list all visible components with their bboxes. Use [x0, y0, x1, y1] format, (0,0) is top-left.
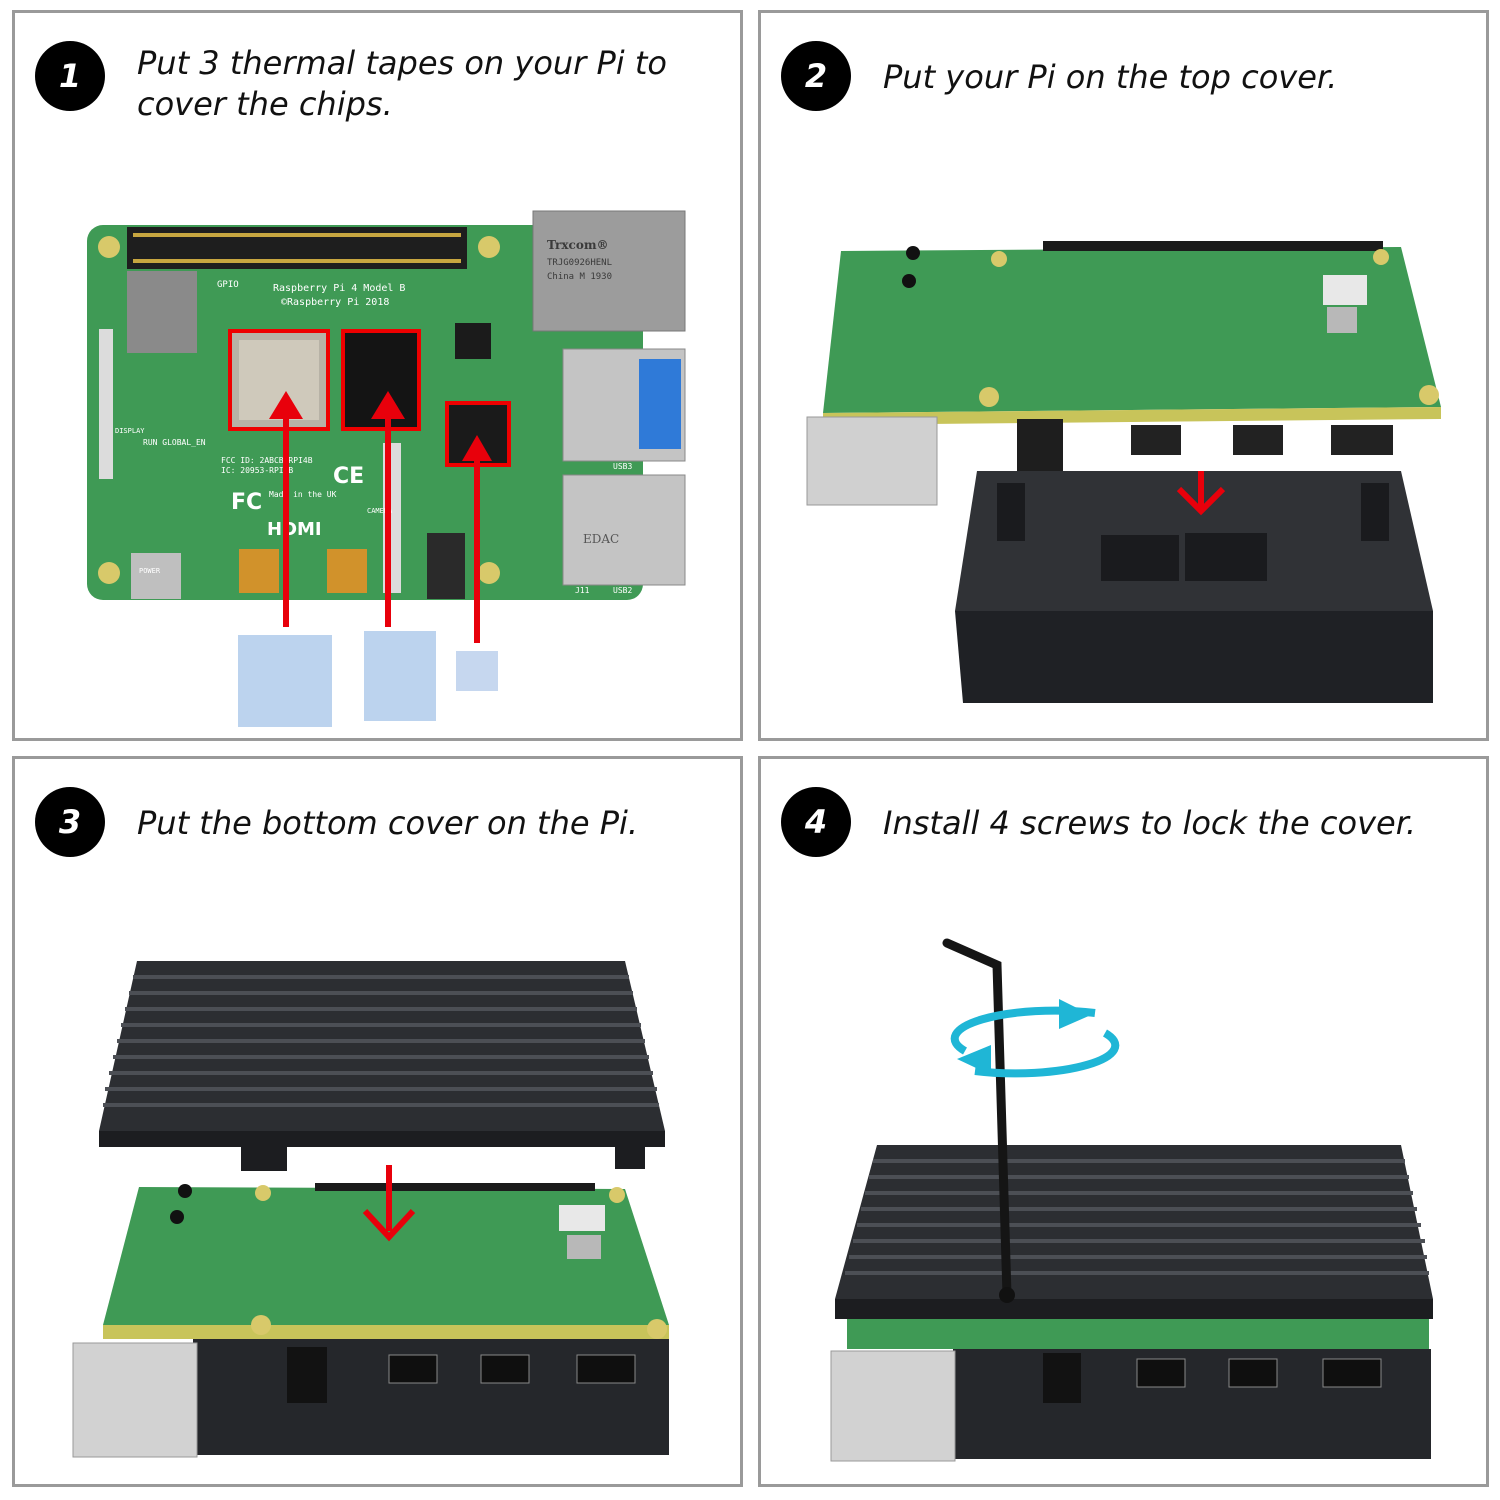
usb2-port — [562, 474, 686, 586]
step-3-panel: 3 Put the bottom cover on the Pi. — [12, 756, 743, 1487]
sd-card-slot — [1327, 307, 1357, 333]
fc-mark: FC — [231, 490, 262, 515]
audio-jack — [1017, 419, 1063, 475]
heatsink-fins — [845, 1159, 1429, 1275]
step-2-panel: 2 Put your Pi on the top cover. — [758, 10, 1489, 741]
micro-hdmi-1-port — [480, 1354, 530, 1384]
usb3-tongue — [639, 359, 681, 449]
up-arrow-icon — [462, 435, 492, 643]
step-2-illustration — [806, 241, 1441, 703]
usb-c-power-port — [576, 1354, 636, 1384]
hdmi-label: HDMI — [267, 519, 322, 540]
ethernet-port — [532, 210, 686, 332]
pi-board — [103, 1187, 669, 1325]
audio-jack — [287, 1347, 327, 1403]
heatsink-fins — [103, 975, 659, 1107]
step-3-illustration — [72, 961, 669, 1458]
usb-c-power-port — [1331, 425, 1393, 455]
micro-hdmi-0-port — [1131, 425, 1181, 455]
micro-hdmi-1-port — [1233, 425, 1283, 455]
step-1-panel: Raspberry Pi 4 Model B ©Raspberry Pi 201… — [12, 10, 743, 741]
down-arrow-icon — [1176, 471, 1226, 516]
assembled-case-top — [835, 1145, 1433, 1299]
pi-board-edge — [847, 1319, 1429, 1349]
copyright-label: ©Raspberry Pi 2018 — [281, 297, 389, 308]
step-instruction: Put the bottom cover on the Pi. — [137, 804, 639, 842]
gpio-header — [315, 1183, 595, 1191]
up-arrow-icon — [371, 391, 405, 627]
run-label: RUN GLOBAL_EN — [143, 438, 206, 447]
up-arrow-icon — [269, 391, 303, 627]
display-connector — [99, 329, 113, 479]
hex-key-icon — [942, 938, 1012, 1300]
micro-hdmi-1-port — [327, 549, 367, 593]
micro-hdmi-0-port — [388, 1354, 438, 1384]
sd-card-slot — [567, 1235, 601, 1259]
ethernet-port — [830, 1350, 956, 1462]
thermal-pad-small — [456, 651, 498, 691]
j11-label: J11 — [575, 586, 590, 595]
qr-sticker — [1323, 275, 1367, 305]
ethernet-brand: Trxcom® — [547, 238, 609, 252]
gpio-header — [1043, 241, 1383, 251]
micro-hdmi-1-port — [1228, 1358, 1278, 1388]
ethernet-port — [72, 1342, 198, 1458]
pi-board — [823, 247, 1441, 413]
ethernet-origin: China M 1930 — [547, 272, 612, 282]
audio-jack — [1043, 1353, 1081, 1403]
step-number-badge: 4 — [781, 787, 851, 857]
made-in-label: Made in the UK — [269, 490, 337, 499]
step-4-illustration — [830, 938, 1433, 1462]
step-4-panel: 4 Install 4 screws to lock the cover. — [758, 756, 1489, 1487]
step-number-badge: 2 — [781, 41, 851, 111]
micro-hdmi-0-port — [1136, 1358, 1186, 1388]
step-instruction: Put 3 thermal tapes on your Pi to cover … — [137, 44, 667, 123]
step-instruction: Put your Pi on the top cover. — [883, 58, 1338, 96]
qr-sticker — [559, 1205, 605, 1231]
thermal-pad-large — [238, 635, 332, 727]
ic-label: IC: 20953-RPI4B — [221, 466, 293, 475]
step-number-badge: 1 — [35, 41, 105, 111]
model-label: Raspberry Pi 4 Model B — [273, 283, 405, 294]
usb3-label: USB3 — [613, 462, 632, 471]
top-cover-side — [955, 611, 1433, 703]
mounting-holes — [98, 236, 500, 584]
audio-jack — [427, 533, 465, 599]
step-1-illustration: Raspberry Pi 4 Model B ©Raspberry Pi 201… — [87, 210, 686, 727]
ethernet-part: TRJG0926HENL — [547, 258, 612, 268]
step-number-badge: 3 — [35, 787, 105, 857]
down-arrow-icon — [362, 1165, 416, 1242]
fcc-label: FCC ID: 2ABCB-RPI4B — [221, 456, 313, 465]
usb-controller-chip — [445, 401, 511, 467]
thermal-pad-medium — [364, 631, 436, 721]
micro-hdmi-0-port — [239, 549, 279, 593]
ce-mark: CE — [333, 464, 364, 489]
wifi-shield — [127, 271, 197, 353]
display-label: DISPLAY — [115, 427, 145, 435]
usb2-label: USB2 — [613, 586, 632, 595]
step-instruction: Install 4 screws to lock the cover. — [883, 804, 1417, 842]
usb-c-power-port — [1322, 1358, 1382, 1388]
ethernet-port — [806, 416, 938, 506]
usb-c-power-port — [131, 553, 181, 599]
power-label: POWER — [139, 567, 161, 575]
camera-label: CAMERA — [367, 507, 393, 515]
gpio-label: GPIO — [217, 280, 239, 290]
usb-brand: EDAC — [583, 532, 619, 546]
